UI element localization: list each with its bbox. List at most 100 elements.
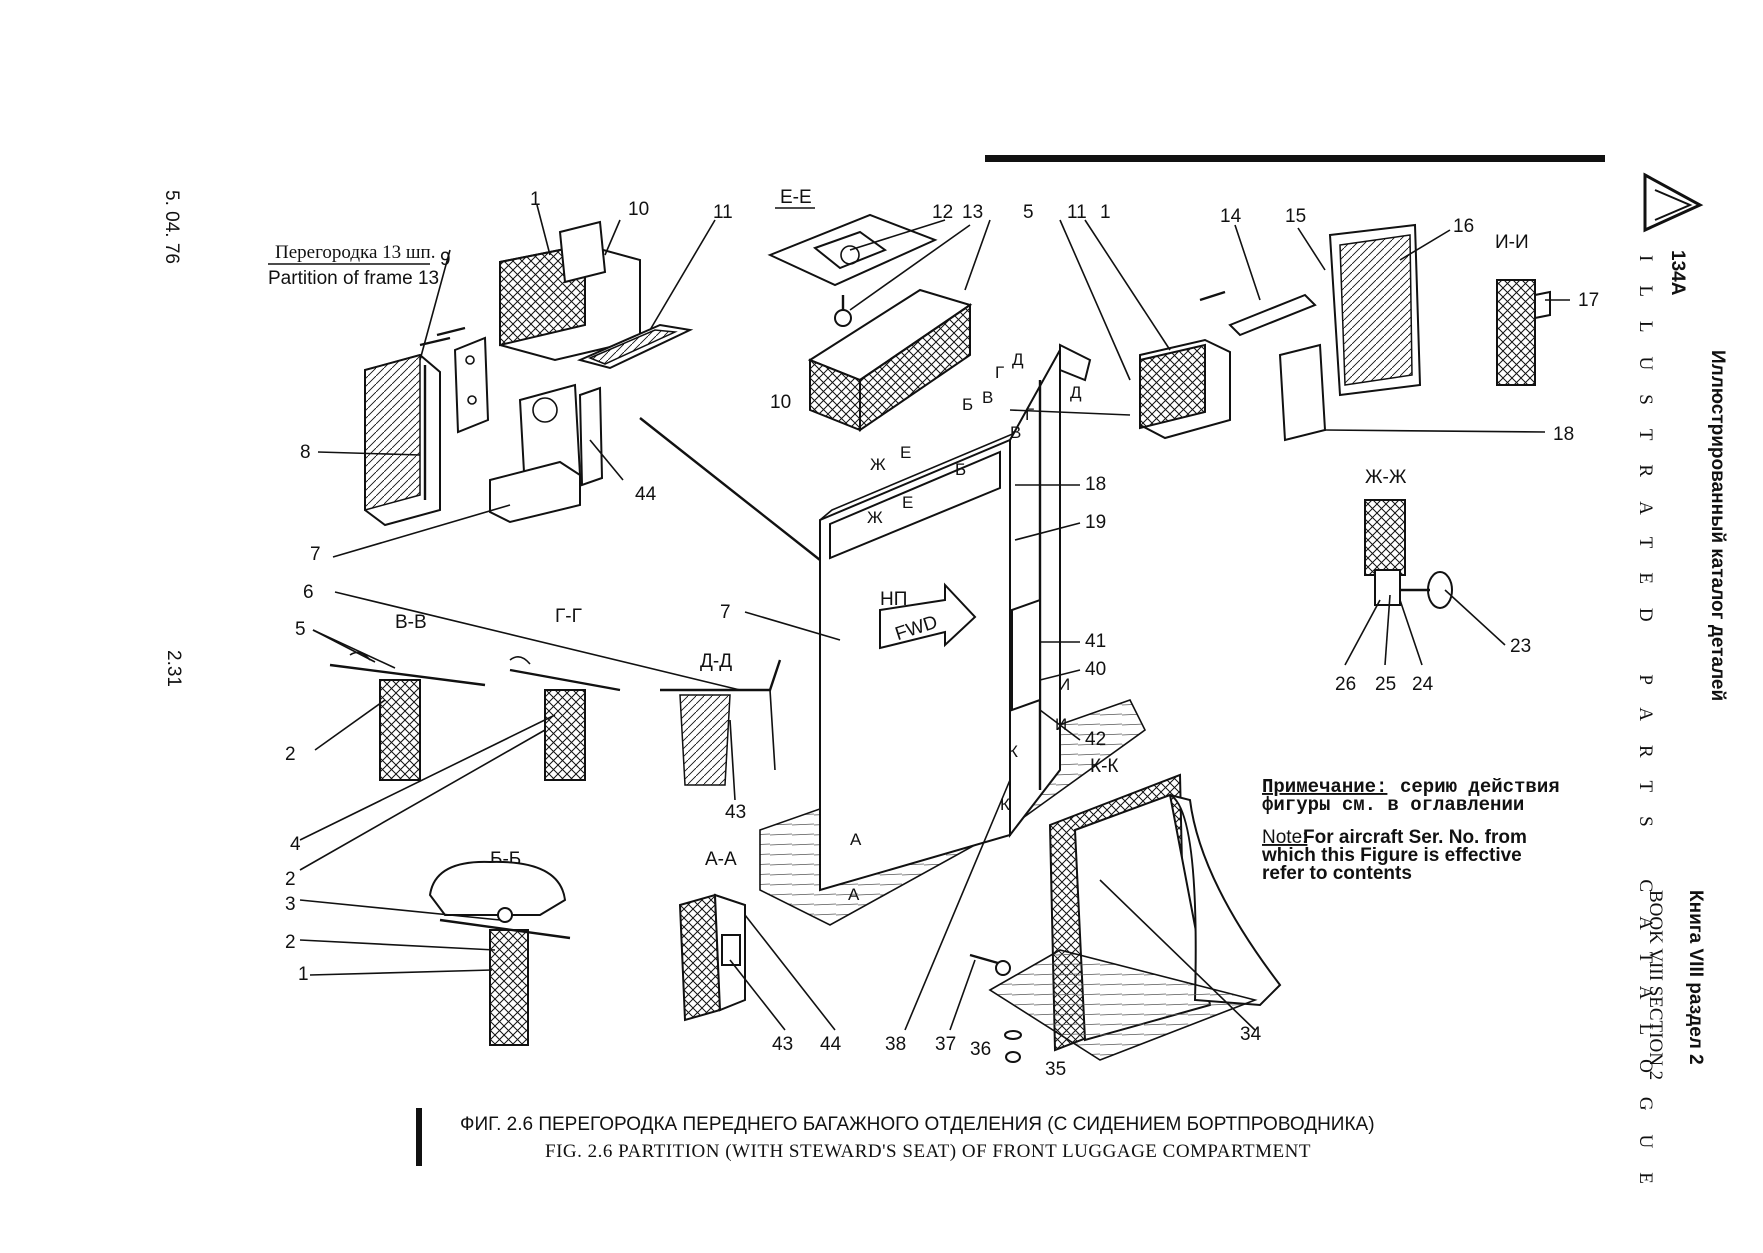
marker-zh-2: Ж [867,508,883,527]
callout-17: 17 [1578,290,1599,311]
note-ru-label: Примечание: [1262,776,1387,798]
callout-36: 36 [970,1039,991,1060]
leader-lines [299,204,1570,1031]
strip-39 [578,386,604,487]
marker-e-2: Е [902,493,913,512]
main-partition [819,343,1092,892]
callout-1-b: 1 [1100,202,1111,223]
callout-2-c: 2 [285,932,296,953]
fwd-arrow: НП FWD [879,582,977,650]
book-ru: Книга VIII раздел 2 [1685,890,1706,1065]
callout-44: 42 [1085,729,1106,750]
note-ru-line2: фигуры см. в оглавлении [1262,794,1524,816]
callout-13: 13 [962,202,983,223]
bracket-18 [1278,343,1327,442]
callout-16: 16 [1453,216,1474,237]
logo [1643,172,1704,233]
callout-3: 3 [285,894,296,915]
marker-k-1: К [1008,742,1018,761]
callout-14: 14 [1220,206,1242,227]
marker-v-1: В [982,388,993,407]
callout-18: 18 [1553,424,1574,445]
note-ru-line1: серию действия [1400,776,1560,798]
callout-9: 9 [440,249,451,270]
callout-37: 37 [935,1034,956,1055]
book-en: BOOK VIII SECTION 2 [1645,890,1666,1080]
section-kk: К-К [1090,756,1118,777]
caption-ru: ФИГ. 2.6 ПЕРЕГОРОДКА ПЕРЕДНЕГО БАГАЖНОГО… [460,1114,1375,1135]
rail-11 [576,323,694,370]
marker-g-1: Г [995,363,1004,382]
callout-11-b: 11 [1067,202,1087,223]
callout-5-b: 5 [295,619,306,640]
callout-23: 23 [1510,636,1531,657]
marker-v-2: В [1010,423,1021,442]
seat-housing-7 [489,383,582,524]
callout-2-b: 2 [285,869,296,890]
section-dd-detail [660,659,782,786]
marker-g-2: Г [1025,405,1034,424]
callout-35: 35 [1045,1059,1066,1080]
marker-a-2: А [848,885,860,904]
beam-5 [807,288,973,432]
marker-a-1: А [850,830,862,849]
marker-i-2: И [1055,715,1067,734]
panel-16 [1328,223,1422,397]
callout-25: 25 [1375,674,1396,695]
fwd-ru: НП [880,589,907,610]
plate-14 [1199,290,1317,337]
marker-d-2: Д [1070,383,1082,402]
header-rule [985,155,1605,162]
marker-zh-1: Ж [870,455,886,474]
section-ii: И-И [1495,232,1529,253]
seat-assembly [988,773,1282,1061]
callout-8: 8 [300,442,311,463]
partition-note-en: Partition of frame 13 [268,268,439,289]
callout-10-b: 10 [770,392,791,413]
section-vv-detail [329,651,486,781]
callout-34: 34 [1240,1024,1262,1045]
marker-b-1: Б [955,460,966,479]
section-aa: А-А [705,849,737,870]
marker-i-1: И [1058,675,1070,694]
callout-24: 24 [1412,674,1434,695]
section-aa-detail [678,893,746,1022]
seat-block-1 [499,220,641,362]
callout-12: 12 [932,202,953,223]
section-zhzh-detail [1364,499,1453,609]
frame-13-block [364,353,441,527]
callout-4: 4 [290,834,301,855]
callout-7: 7 [310,544,321,565]
callout-2: 2 [285,744,296,765]
title-en: ILLUSTRATED PARTS CATALOGUE [1635,255,1656,1208]
section-ii-detail [1496,279,1551,386]
callouts: 1 10 11 12 13 5 11 1 14 15 16 17 18 9 8 … [285,189,1599,1080]
fitting-12 [834,295,852,327]
callout-15: 15 [1285,206,1306,227]
callout-42: 40 [1085,659,1106,680]
note-en-line1: For aircraft Ser. No. from [1303,827,1527,848]
marker-b-2: Б [962,395,973,414]
logo-text: 134A [1667,250,1688,296]
callout-10: 10 [628,199,649,220]
callout-41: 43 [725,802,746,823]
callout-39: 44 [635,484,657,505]
section-bb-detail [428,860,571,1046]
section-zhzh: Ж-Ж [1365,467,1407,488]
callout-19: 19 [1085,512,1106,533]
bolt-37 [969,953,1011,976]
date-stamp: 5. 04. 76 [161,190,182,264]
washer-36 [1004,1030,1022,1063]
caption-en: FIG. 2.6 PARTITION (WITH STEWARD'S SEAT)… [545,1141,1311,1162]
section-markers: Ж Е Е Ж Б Б В Г Д Г В Д И И К К А А [848,350,1082,904]
marker-e-1: Е [900,443,911,462]
bracket-plate-9 [453,336,490,434]
callout-43: 41 [1085,631,1106,652]
partition-note-ru: Перегородка 13 шп. [275,242,435,263]
note-en-line2: which this Figure is effective [1261,845,1522,866]
callout-11: 11 [713,202,733,223]
section-vv: В-В [395,612,427,633]
callout-26: 26 [1335,674,1356,695]
callout-1: 1 [530,189,541,210]
